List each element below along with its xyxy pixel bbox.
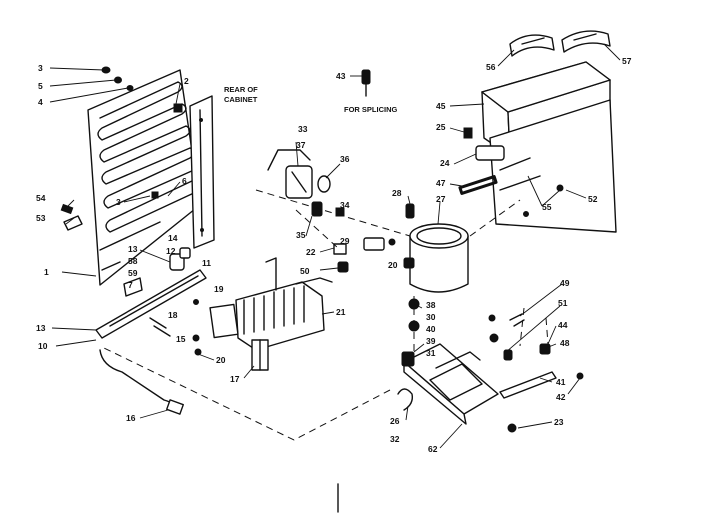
callout-37: 37 (296, 140, 306, 150)
callout-58: 58 (128, 256, 138, 266)
callout-3-top: 3 (38, 63, 43, 73)
callout-31: 31 (426, 348, 436, 358)
callout-20-right: 20 (388, 260, 398, 270)
callout-18: 18 (168, 310, 178, 320)
clip-parts (60, 203, 83, 231)
callout-56: 56 (486, 62, 496, 72)
callout-41: 41 (556, 377, 566, 387)
tube-bracket (458, 127, 564, 217)
callout-52: 52 (588, 194, 598, 204)
callout-3-mid: 3 (116, 197, 121, 207)
callout-20-left: 20 (216, 355, 226, 365)
callout-1: 1 (44, 267, 49, 277)
callout-7: 7 (128, 280, 133, 290)
callout-32: 32 (390, 434, 400, 444)
rear-cabinet-strip (189, 95, 215, 249)
callout-22: 22 (306, 247, 316, 257)
cover-box (481, 61, 617, 233)
callout-45: 45 (436, 101, 446, 111)
bracket-rail (499, 313, 584, 399)
callout-11: 11 (202, 258, 211, 268)
callout-29: 29 (340, 236, 350, 246)
callout-36: 36 (340, 154, 350, 164)
callout-49: 49 (560, 278, 570, 288)
callout-19: 19 (214, 284, 224, 294)
absorber-canister (403, 203, 469, 293)
callout-6: 6 (182, 176, 187, 186)
callout-42: 42 (556, 392, 566, 402)
callout-43: 43 (336, 71, 346, 81)
rear-of-cabinet-line1: REAR OF (224, 85, 258, 94)
callout-14: 14 (168, 233, 178, 243)
callout-57: 57 (622, 56, 632, 66)
callout-30: 30 (426, 312, 436, 322)
callout-51: 51 (558, 298, 568, 308)
callout-25: 25 (436, 122, 446, 132)
callout-12: 12 (166, 246, 176, 256)
callout-26: 26 (390, 416, 400, 426)
callout-40: 40 (426, 324, 436, 334)
callout-39: 39 (426, 336, 436, 346)
callout-38: 38 (426, 300, 436, 310)
callout-33: 33 (298, 124, 308, 134)
callout-62: 62 (428, 444, 438, 454)
flue-baffle-assembly (209, 257, 333, 371)
rear-of-cabinet-line2: CABINET (224, 95, 258, 104)
thermostat-assembly (267, 149, 345, 217)
callout-5: 5 (38, 81, 43, 91)
leader-lines (49, 43, 621, 449)
callout-50: 50 (300, 266, 310, 276)
callout-54: 54 (36, 193, 46, 203)
callout-27: 27 (436, 194, 446, 204)
callout-44: 44 (558, 320, 568, 330)
mounting-base (397, 298, 517, 433)
callout-10: 10 (38, 341, 48, 351)
callout-24: 24 (440, 158, 450, 168)
callout-53: 53 (36, 213, 46, 223)
valve-parts (333, 237, 396, 273)
callout-16: 16 (126, 413, 136, 423)
callout-34: 34 (340, 200, 350, 210)
callout-2: 2 (184, 76, 189, 86)
callout-13-b: 13 (36, 323, 46, 333)
callout-28: 28 (392, 188, 402, 198)
callout-59: 59 (128, 268, 138, 278)
callout-13-a: 13 (128, 244, 138, 254)
callout-35: 35 (296, 230, 306, 240)
assembly-dash-lines (103, 189, 549, 441)
callout-4: 4 (38, 97, 43, 107)
callout-47: 47 (436, 178, 446, 188)
for-splicing-note: FOR SPLICING (344, 105, 398, 114)
callout-15: 15 (176, 334, 186, 344)
top-caps (509, 30, 611, 57)
callout-17: 17 (230, 374, 240, 384)
callout-55: 55 (542, 202, 552, 212)
burner-frame-assembly (95, 247, 207, 415)
callout-21: 21 (336, 307, 346, 317)
callout-23: 23 (554, 417, 564, 427)
splicing-connector (361, 69, 371, 97)
callout-48: 48 (560, 338, 570, 348)
